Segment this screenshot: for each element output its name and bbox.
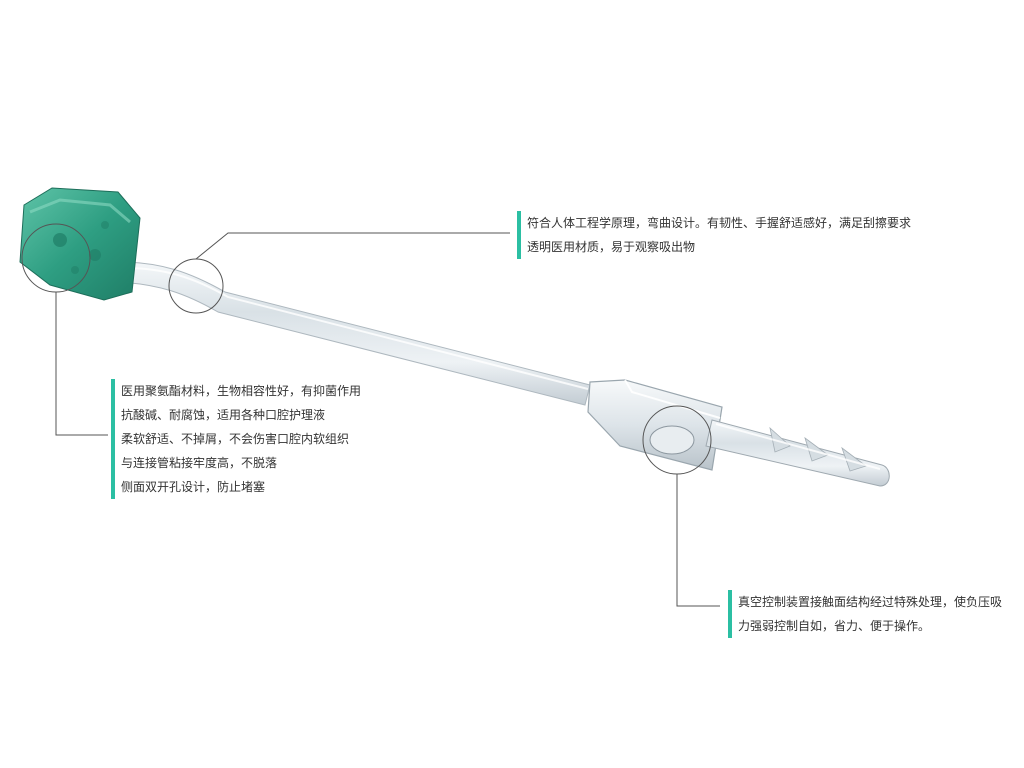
- callout-text-line: 符合人体工程学原理，弯曲设计。有韧性、手握舒适感好，满足刮擦要求: [527, 216, 912, 230]
- callout-text-line: 抗酸碱、耐腐蚀，适用各种口腔护理液: [121, 408, 326, 422]
- callout-text-line: 与连接管粘接牢度高，不脱落: [121, 456, 278, 470]
- leader-line-top: [195, 232, 510, 260]
- callout-text-line: 真空控制装置接触面结构经过特殊处理，使负压吸: [738, 595, 1003, 609]
- callout-text-line: 医用聚氨酯材料，生物相容性好，有抑菌作用: [121, 384, 362, 398]
- callout-tube-features: 符合人体工程学原理，弯曲设计。有韧性、手握舒适感好，满足刮擦要求 透明医用材质，…: [517, 211, 911, 259]
- suction-tube: [117, 261, 591, 406]
- vacuum-control-connector: [587, 379, 723, 471]
- tube-highlight: [124, 267, 589, 390]
- leader-line-bottom: [676, 474, 720, 607]
- callout-text-line: 力强弱控制自如，省力、便于操作。: [738, 619, 931, 633]
- callout-valve-features: 真空控制装置接触面结构经过特殊处理，使负压吸 力强弱控制自如，省力、便于操作。: [728, 590, 1002, 638]
- connector-tail: [705, 419, 890, 487]
- callout-sponge-features: 医用聚氨酯材料，生物相容性好，有抑菌作用 抗酸碱、耐腐蚀，适用各种口腔护理液 柔…: [111, 379, 361, 499]
- callout-text-line: 柔软舒适、不掉屑，不会伤害口腔内软组织: [121, 432, 350, 446]
- callout-text-line: 侧面双开孔设计，防止堵塞: [121, 480, 266, 494]
- leader-line-left: [55, 292, 108, 436]
- callout-text-line: 透明医用材质，易于观察吸出物: [527, 240, 696, 254]
- control-hole: [649, 425, 695, 455]
- sponge-head: [19, 187, 141, 301]
